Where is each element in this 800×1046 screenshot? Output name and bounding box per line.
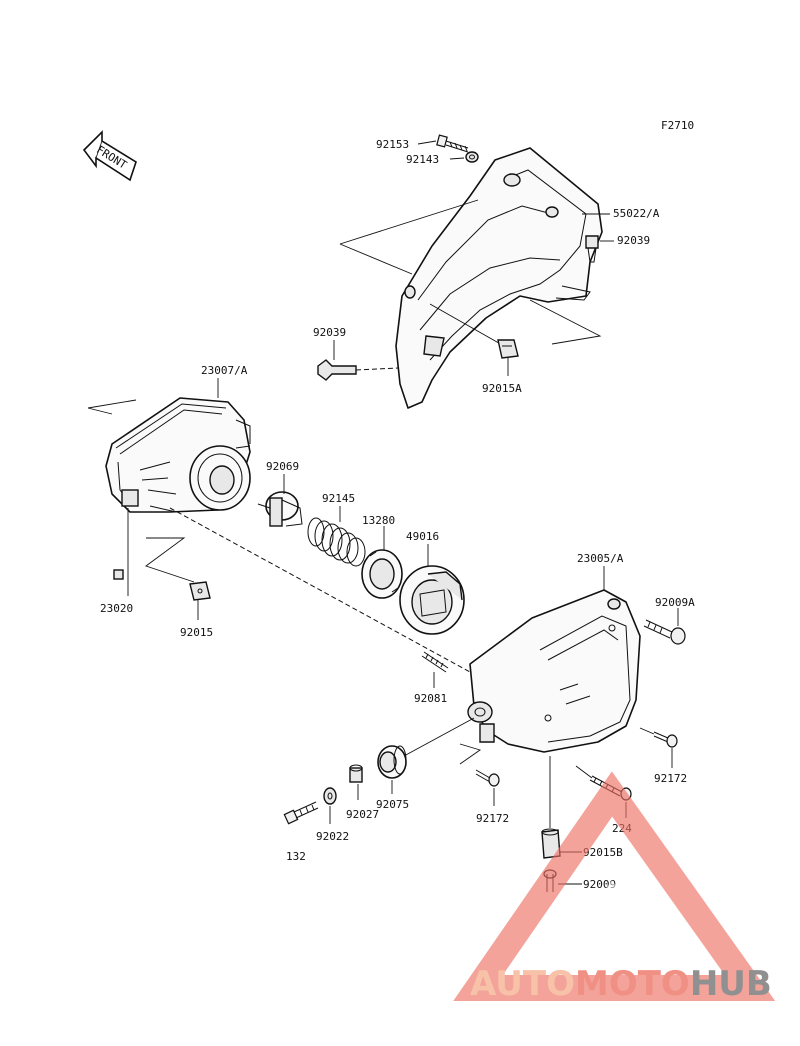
label-92015: 92015 (180, 626, 213, 639)
screw-92172-mid (475, 769, 500, 787)
cowl-55022 (395, 147, 603, 409)
bolt-132 (283, 801, 319, 825)
label-132: 132 (286, 850, 306, 863)
washer-92022 (323, 787, 337, 805)
label-23007: 23007/A (201, 364, 248, 377)
svg-text:AUTOMOTOHUB: AUTOMOTOHUB (470, 964, 772, 1004)
label-23005: 23005/A (577, 552, 624, 565)
bolt-92009A (643, 619, 686, 645)
label-92153: 92153 (376, 138, 409, 151)
screw-92172-right (653, 731, 678, 748)
clip-23020 (113, 569, 124, 580)
nut-92015 (189, 581, 211, 601)
label-13280: 13280 (362, 514, 395, 527)
label-49016: 49016 (406, 530, 439, 543)
label-92172-mid: 92172 (476, 812, 509, 825)
watermark-moto: MOTO (575, 964, 690, 1004)
label-92015A: 92015A (482, 382, 522, 395)
label-55022: 55022/A (613, 207, 660, 220)
collar-92027 (349, 764, 363, 783)
ring-13280 (361, 549, 403, 599)
label-23020: 23020 (100, 602, 133, 615)
label-92172-right: 92172 (654, 772, 687, 785)
bolt-92153 (436, 134, 469, 153)
label-92039-left: 92039 (313, 326, 346, 339)
watermark-hub: HUB (690, 964, 772, 1004)
washer-92143 (465, 151, 479, 163)
label-92027: 92027 (346, 808, 379, 821)
stud-92081 (421, 651, 449, 673)
grommet-92075 (377, 745, 407, 779)
label-92081: 92081 (414, 692, 447, 705)
clip-92039-right (585, 235, 599, 263)
label-92143: 92143 (406, 153, 439, 166)
headlight-housing-23005 (467, 589, 641, 753)
figure-code: F2710 (661, 119, 694, 132)
headlight-housing-23007 (105, 397, 251, 513)
watermark-triangle-icon (453, 771, 776, 1001)
watermark-auto: AUTO (470, 964, 575, 1004)
label-92075: 92075 (376, 798, 409, 811)
label-92145: 92145 (322, 492, 355, 505)
nut-92015A (497, 339, 519, 359)
label-92022: 92022 (316, 830, 349, 843)
holder-49016 (399, 565, 465, 635)
label-92069: 92069 (266, 460, 299, 473)
label-92039-right: 92039 (617, 234, 650, 247)
clip-92039-left (317, 359, 357, 381)
label-92015B: 92015B (583, 846, 623, 859)
front-arrow-icon: FRONT (82, 130, 137, 182)
spring-92145 (307, 517, 366, 567)
automotohub-watermark: AUTOMOTOHUB (453, 771, 776, 1004)
label-92009A: 92009A (655, 596, 695, 609)
socket-92069 (257, 491, 303, 527)
